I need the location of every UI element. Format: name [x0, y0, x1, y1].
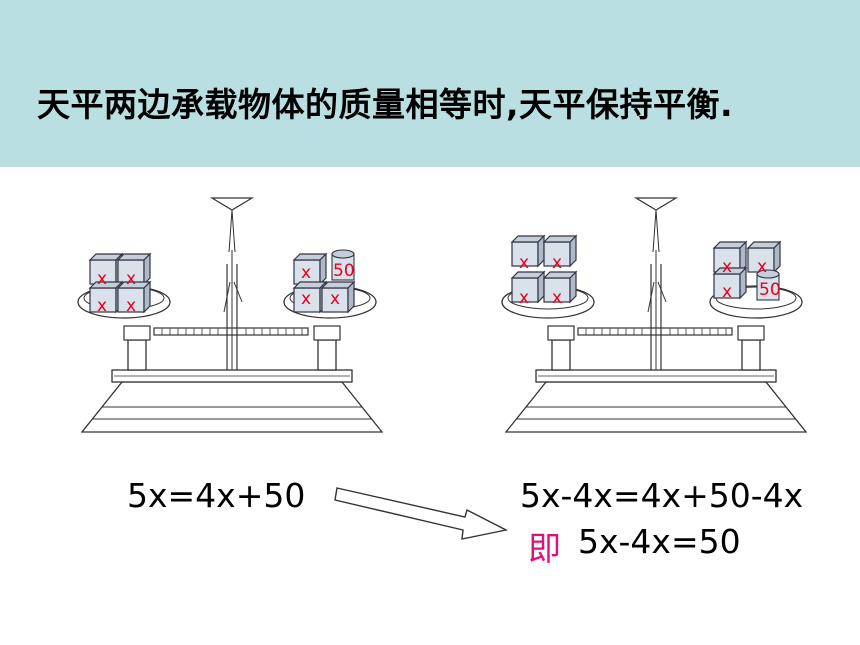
cube-label: x — [722, 282, 732, 302]
weight-50 — [331, 249, 355, 281]
right-balance — [501, 197, 807, 433]
equation-simplified: 5x-4x=50 — [578, 522, 741, 561]
equation-subtracted: 5x-4x=4x+50-4x — [520, 476, 804, 515]
cube-label: x — [552, 288, 562, 308]
equation-prefix: 即 — [528, 529, 561, 568]
left-balance — [77, 197, 383, 433]
cube-label: x — [330, 289, 340, 309]
cube-label: x — [97, 296, 107, 316]
cube-label: x — [552, 253, 562, 273]
page-title: 天平两边承载物体的质量相等时,天平保持平衡. — [37, 85, 734, 124]
cube-label: x — [97, 269, 107, 289]
cube-label: x — [519, 288, 529, 308]
cube-label: x — [722, 257, 732, 277]
cube-label: x — [301, 263, 311, 283]
cube-label: x — [126, 296, 136, 316]
cube-label: x — [126, 269, 136, 289]
weight-label: 50 — [759, 280, 781, 300]
equation-original: 5x=4x+50 — [127, 476, 306, 515]
cube-label: x — [757, 257, 767, 277]
weight-50 — [756, 269, 780, 301]
transform-arrow — [334, 487, 509, 540]
cube-label: x — [301, 289, 311, 309]
weight-label: 50 — [333, 261, 355, 281]
title-banner — [0, 0, 860, 167]
cube-label: x — [519, 253, 529, 273]
